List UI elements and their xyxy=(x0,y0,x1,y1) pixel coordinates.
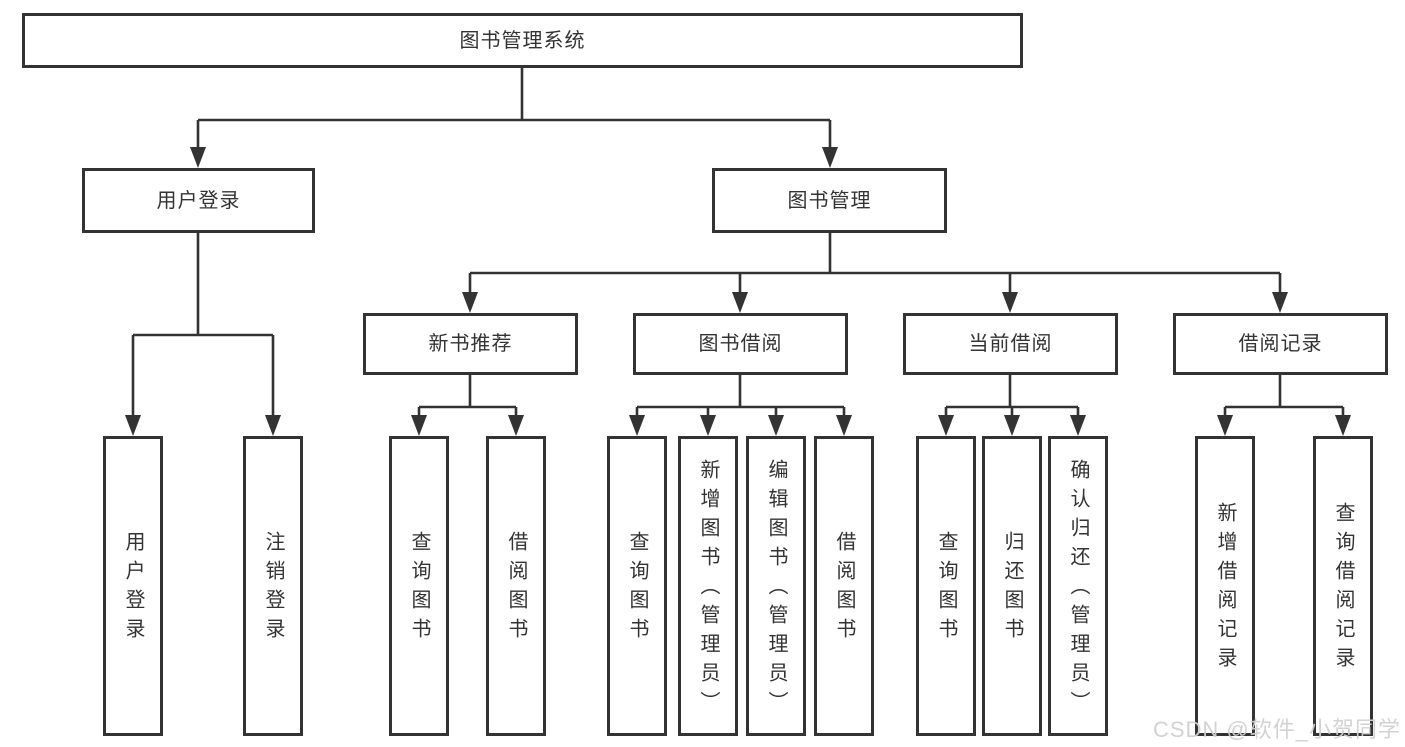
leaf-cb-return-books: 归还图书 xyxy=(982,436,1042,736)
connector-root-to-level2 xyxy=(196,68,832,150)
watermark: CSDN @软件_小贺同学 xyxy=(1152,717,1401,742)
leaf-br-query-record: 查询借阅记录 xyxy=(1313,436,1373,736)
node-book-borrow-label: 图书借阅 xyxy=(698,333,783,355)
leaf-bb-add-books-label: 新增图书（管理员） xyxy=(697,458,719,720)
node-new-book-rec: 新书推荐 xyxy=(363,313,578,375)
leaf-bb-edit-books: 编辑图书（管理员） xyxy=(746,436,806,736)
leaf-rec-query-books: 查询图书 xyxy=(389,436,449,736)
leaf-br-add-record: 新增借阅记录 xyxy=(1195,436,1255,736)
leaf-bb-borrow-books: 借阅图书 xyxy=(814,436,874,736)
leaf-rec-borrow-books-label: 借阅图书 xyxy=(505,531,527,647)
leaf-cb-confirm-return-label: 确认归还（管理员） xyxy=(1067,458,1089,720)
leaf-bb-edit-books-label: 编辑图书（管理员） xyxy=(765,458,787,720)
leaf-bb-add-books: 新增图书（管理员） xyxy=(678,436,738,736)
connector-borrow-to-leaves xyxy=(635,375,846,420)
leaf-user-login-label: 用户登录 xyxy=(122,531,144,647)
leaf-rec-query-books-label: 查询图书 xyxy=(408,531,430,647)
connector-records-to-leaves xyxy=(1223,375,1345,420)
node-root-label: 图书管理系统 xyxy=(459,29,586,52)
node-book-mgmt-label: 图书管理 xyxy=(787,189,872,212)
leaf-bb-query-books-label: 查询图书 xyxy=(626,531,648,647)
node-book-borrow: 图书借阅 xyxy=(633,313,848,375)
node-user-login-label: 用户登录 xyxy=(156,189,241,212)
node-user-login: 用户登录 xyxy=(82,168,315,233)
leaf-bb-borrow-books-label: 借阅图书 xyxy=(833,531,855,647)
leaf-cb-query-books: 查询图书 xyxy=(916,436,976,736)
leaf-br-add-record-label: 新增借阅记录 xyxy=(1214,502,1236,676)
node-book-mgmt: 图书管理 xyxy=(712,168,947,233)
node-root: 图书管理系统 xyxy=(22,13,1023,68)
leaf-cb-query-books-label: 查询图书 xyxy=(935,531,957,647)
node-borrow-records: 借阅记录 xyxy=(1173,313,1388,375)
leaf-cb-confirm-return: 确认归还（管理员） xyxy=(1048,436,1108,736)
node-new-book-rec-label: 新书推荐 xyxy=(428,333,513,355)
leaf-bb-query-books: 查询图书 xyxy=(607,436,667,736)
leaf-user-login: 用户登录 xyxy=(103,436,163,736)
node-current-borrow-label: 当前借阅 xyxy=(968,333,1053,355)
leaf-cb-return-books-label: 归还图书 xyxy=(1001,531,1023,647)
leaf-br-query-record-label: 查询借阅记录 xyxy=(1332,502,1354,676)
leaf-logout-label: 注销登录 xyxy=(262,531,284,647)
node-current-borrow: 当前借阅 xyxy=(903,313,1118,375)
node-borrow-records-label: 借阅记录 xyxy=(1238,333,1323,355)
connector-mgmt-to-level3 xyxy=(468,233,1282,297)
leaf-rec-borrow-books: 借阅图书 xyxy=(486,436,546,736)
connector-rec-to-leaves xyxy=(417,375,518,420)
connector-login-to-leaves xyxy=(131,233,275,420)
leaf-logout: 注销登录 xyxy=(243,436,303,736)
connector-current-to-leaves xyxy=(944,375,1080,420)
